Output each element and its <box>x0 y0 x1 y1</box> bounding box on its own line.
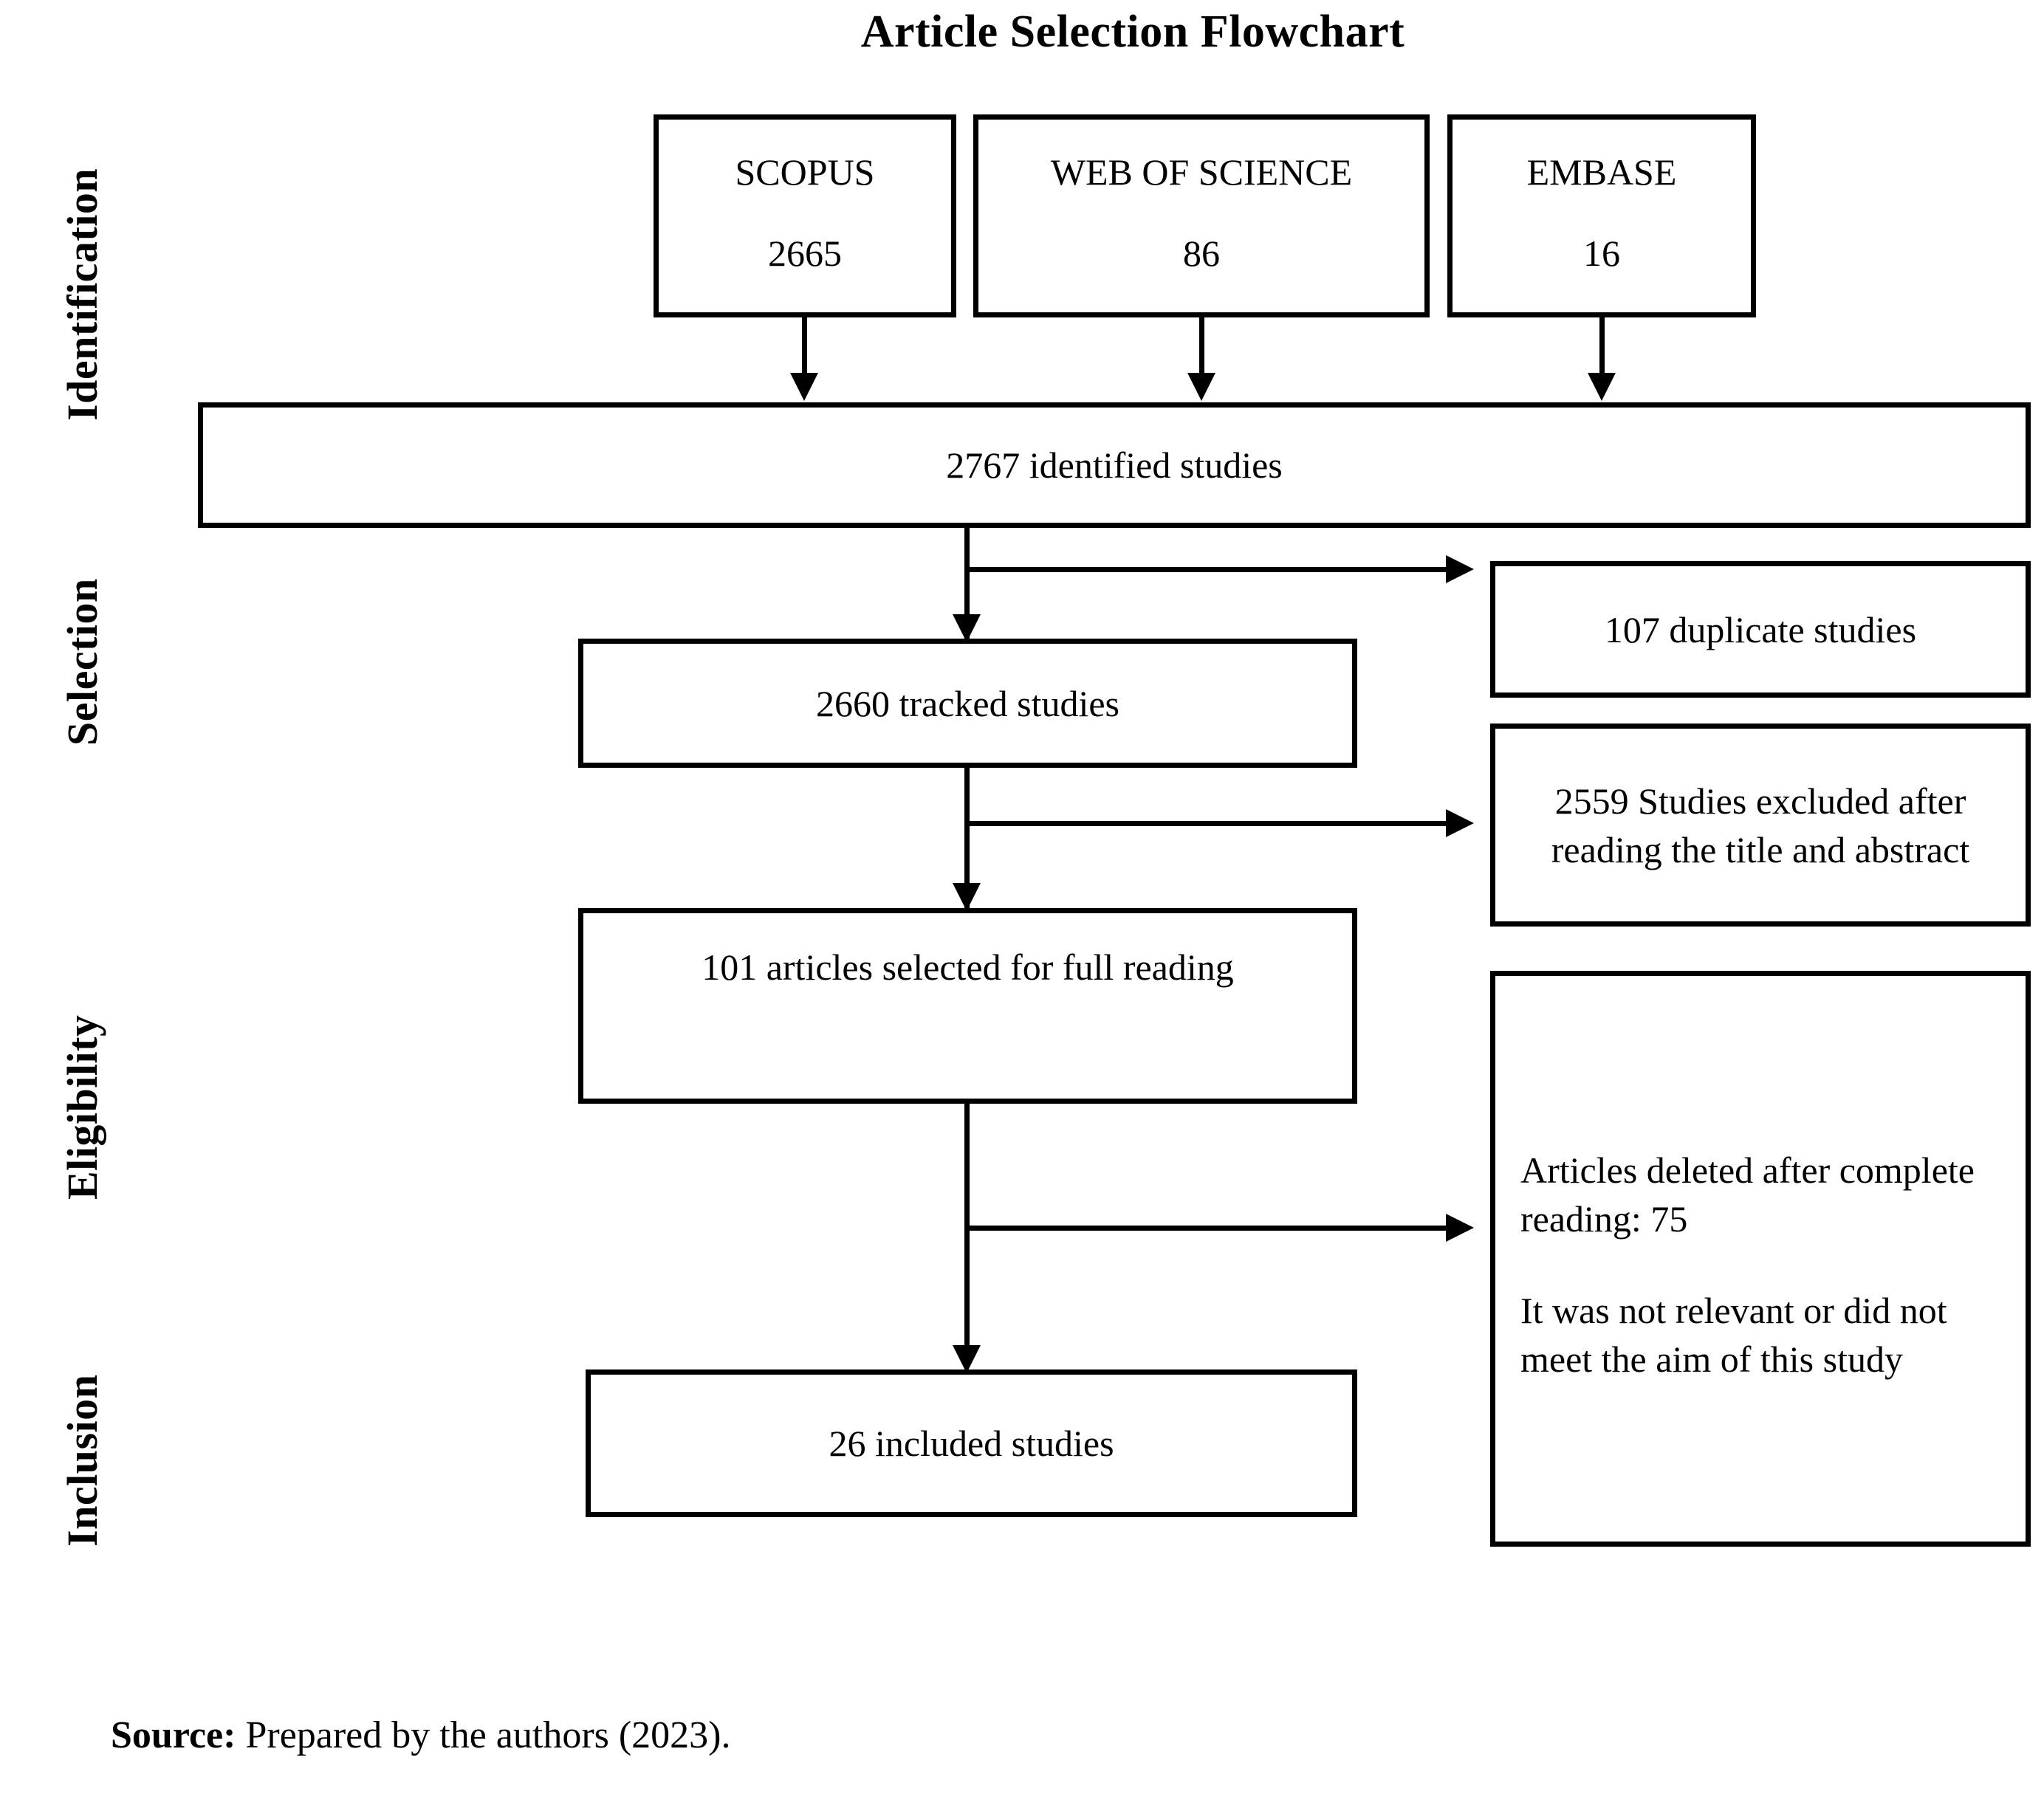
arrowhead-wos <box>1187 373 1215 401</box>
connector-tracked-trunk <box>964 768 970 908</box>
box-title-abstract-exclusions: 2559 Studies excluded after reading the … <box>1490 724 2031 927</box>
box-label: 26 included studies <box>829 1423 1114 1464</box>
connector-full-text-exclusion-branch <box>964 1226 1452 1231</box>
source-name: WEB OF SCIENCE <box>1050 151 1353 193</box>
source-note-text: Prepared by the authors (2023). <box>236 1714 731 1756</box>
source-box-web-of-science: WEB OF SCIENCE 86 <box>973 114 1430 317</box>
connector-identified-trunk <box>964 528 970 642</box>
connector-full-reading-trunk <box>964 1104 970 1366</box>
arrowhead-to-tracked <box>953 614 981 642</box>
arrowhead-to-full-text-exclusion <box>1446 1214 1474 1242</box>
source-count: 2665 <box>768 233 842 274</box>
connector-scopus-to-identified <box>802 317 807 377</box>
source-note-label: Source: <box>111 1714 236 1756</box>
box-identified-studies: 2767 identified studies <box>198 402 2031 528</box>
box-included-studies: 26 included studies <box>586 1369 1357 1517</box>
arrowhead-to-title-abstract <box>1446 809 1474 837</box>
source-count: 86 <box>1183 233 1220 274</box>
source-name: SCOPUS <box>735 151 875 193</box>
stage-label-selection: Selection <box>58 578 106 746</box>
box-tracked-studies: 2660 tracked studies <box>578 639 1357 768</box>
connector-duplicates-branch <box>964 567 1452 572</box>
box-label: 2660 tracked studies <box>815 682 1119 724</box>
box-label: 2559 Studies excluded after reading the … <box>1551 780 1970 870</box>
connector-wos-to-identified <box>1199 317 1204 377</box>
arrowhead-scopus <box>790 373 818 401</box>
stage-label-eligibility: Eligibility <box>58 1014 106 1200</box>
stage-label-inclusion: Inclusion <box>58 1374 106 1547</box>
arrowhead-to-included <box>953 1345 981 1373</box>
source-box-scopus: SCOPUS 2665 <box>654 114 956 317</box>
connector-title-abstract-branch <box>964 821 1452 826</box>
source-note: Source: Prepared by the authors (2023). <box>111 1713 731 1759</box>
connector-embase-to-identified <box>1599 317 1605 377</box>
exclusion-reason-detail: It was not relevant or did not meet the … <box>1520 1290 1947 1380</box>
box-label: 101 articles selected for full reading <box>702 946 1234 988</box>
stage-label-identification: Identification <box>58 168 106 421</box>
arrowhead-embase <box>1588 373 1616 401</box>
box-label: 107 duplicate studies <box>1604 608 1917 650</box>
source-name: EMBASE <box>1526 151 1677 193</box>
box-full-text-exclusions: Articles deleted after complete reading:… <box>1490 971 2031 1547</box>
source-count: 16 <box>1583 233 1620 274</box>
arrowhead-to-full-reading <box>953 883 981 911</box>
source-box-embase: EMBASE 16 <box>1447 114 1756 317</box>
exclusion-reason-count: Articles deleted after complete reading:… <box>1520 1149 1975 1240</box>
page-title: Article Selection Flowchart <box>860 7 1405 57</box>
box-full-reading: 101 articles selected for full reading <box>578 908 1357 1104</box>
box-duplicate-studies: 107 duplicate studies <box>1490 561 2031 698</box>
arrowhead-to-duplicates <box>1446 555 1474 583</box>
box-label: 2767 identified studies <box>946 444 1283 486</box>
